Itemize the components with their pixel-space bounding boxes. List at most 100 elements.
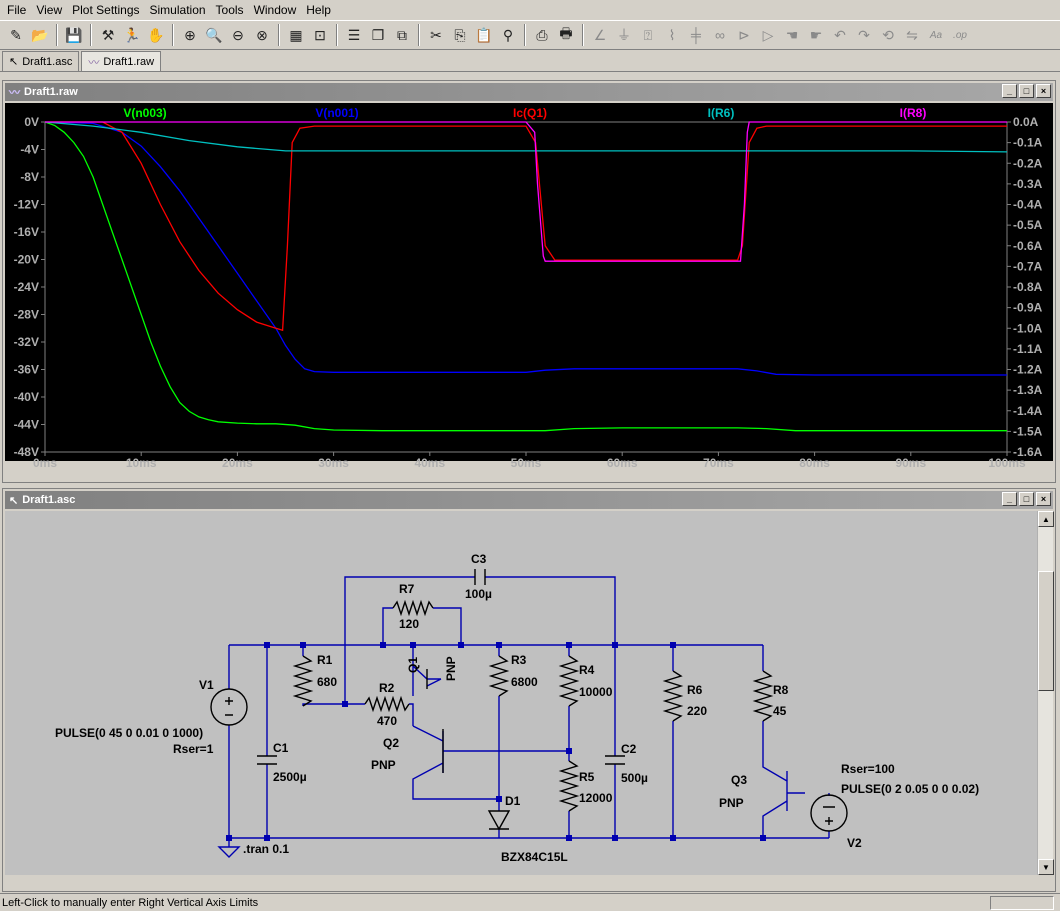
x-tick-label[interactable]: 30ms	[318, 456, 349, 470]
x-tick-label[interactable]: 100ms	[988, 456, 1026, 470]
paste-icon[interactable]: 📋	[475, 26, 493, 43]
y-left-tick-label[interactable]: 0V	[24, 115, 39, 129]
open-folder-icon[interactable]: 📂	[31, 26, 49, 43]
y-left-tick-label[interactable]: -36V	[14, 363, 39, 377]
capacitor-icon[interactable]: ╪	[691, 27, 701, 43]
tab-draft1-raw[interactable]: 〰 Draft1.raw	[81, 51, 162, 71]
tab-draft1-asc[interactable]: ↖ Draft1.asc	[2, 51, 80, 71]
y-right-tick-label[interactable]: -0.9A	[1013, 301, 1043, 315]
y-right-tick-label[interactable]: -1.2A	[1013, 363, 1043, 377]
series-ir8[interactable]	[45, 121, 1007, 262]
y-right-tick-label[interactable]: -0.5A	[1013, 218, 1043, 232]
series-icq1[interactable]	[45, 121, 1007, 332]
legend-ir6[interactable]: I(R6)	[708, 106, 735, 120]
schematic-vertical-scrollbar[interactable]: ▲ ▼	[1037, 511, 1054, 875]
y-left-tick-label[interactable]: -8V	[20, 170, 39, 184]
y-right-tick-label[interactable]: -1.0A	[1013, 321, 1043, 335]
x-tick-label[interactable]: 60ms	[607, 456, 638, 470]
x-tick-label[interactable]: 80ms	[799, 456, 830, 470]
y-left-tick-label[interactable]: -32V	[14, 335, 39, 349]
y-right-tick-label[interactable]: -1.5A	[1013, 424, 1043, 438]
cut-icon[interactable]: ✂	[430, 26, 442, 43]
cascade-icon[interactable]: ❐	[371, 26, 385, 43]
label-icon[interactable]: ⍰	[643, 26, 653, 43]
y-right-tick-label[interactable]: -0.2A	[1013, 156, 1043, 170]
scroll-thumb[interactable]	[1038, 571, 1054, 691]
ground-icon[interactable]: ⏚	[617, 27, 631, 43]
schematic-canvas[interactable]: V1 PULSE(0 45 0 0.01 0 1000) Rser=1 C1 2…	[5, 511, 1037, 875]
y-right-tick-label[interactable]: -0.7A	[1013, 259, 1043, 273]
y-left-tick-label[interactable]: -28V	[14, 308, 39, 322]
y-right-tick-label[interactable]: 0.0A	[1013, 115, 1039, 129]
y-left-tick-label[interactable]: -12V	[14, 198, 39, 212]
menu-view[interactable]: View	[36, 3, 63, 17]
text-icon[interactable]: Aa	[929, 29, 943, 41]
y-right-tick-label[interactable]: -1.3A	[1013, 383, 1043, 397]
find-icon[interactable]: ⚲	[502, 26, 514, 43]
x-tick-label[interactable]: 70ms	[703, 456, 734, 470]
x-tick-label[interactable]: 10ms	[126, 456, 157, 470]
copy-icon[interactable]: ⎘	[454, 26, 466, 43]
close-button[interactable]: ×	[1036, 492, 1051, 506]
run-icon[interactable]: 🏃	[123, 26, 141, 43]
x-tick-label[interactable]: 50ms	[511, 456, 542, 470]
maximize-button[interactable]: □	[1019, 492, 1034, 506]
x-tick-label[interactable]: 0ms	[33, 456, 57, 470]
drag-hand-icon[interactable]: ☛	[809, 26, 823, 43]
series-ir6[interactable]	[44, 121, 1008, 153]
series-vn001[interactable]	[44, 121, 1007, 376]
legend-vn001[interactable]: V(n001)	[315, 106, 358, 120]
y-right-tick-label[interactable]: -0.1A	[1013, 136, 1043, 150]
resistor-icon[interactable]: ⌇	[668, 26, 676, 43]
print-icon[interactable]: 🖶	[559, 25, 573, 41]
close-button[interactable]: ×	[1036, 84, 1051, 98]
menu-file[interactable]: File	[7, 3, 27, 17]
x-tick-label[interactable]: 20ms	[222, 456, 253, 470]
minimize-button[interactable]: _	[1002, 492, 1017, 506]
print-setup-icon[interactable]: ⎙	[536, 26, 548, 43]
zoom-fit-icon[interactable]: ⊡	[314, 26, 326, 43]
y-right-tick-label[interactable]: -1.4A	[1013, 404, 1043, 418]
redo-icon[interactable]: ↷	[858, 26, 870, 43]
x-tick-label[interactable]: 90ms	[895, 456, 926, 470]
series-vn003[interactable]	[44, 121, 1007, 432]
autorange-icon[interactable]: ▦	[289, 26, 303, 43]
legend-ir8[interactable]: I(R8)	[900, 106, 927, 120]
menu-simulation[interactable]: Simulation	[149, 3, 206, 17]
tile-horizontal-icon[interactable]: ☰	[347, 26, 361, 43]
halt-hand-icon[interactable]: ✋	[147, 26, 165, 43]
zoom-out-icon[interactable]: ⊖	[232, 26, 244, 43]
y-right-tick-label[interactable]: -0.6A	[1013, 239, 1043, 253]
scroll-down-arrow-icon[interactable]: ▼	[1038, 859, 1054, 875]
spice-directive-icon[interactable]: .op	[953, 29, 967, 41]
waveform-chart[interactable]: V(n003) V(n001) Ic(Q1) I(R6) I(R8) 0V -4V -8V -…	[5, 103, 1053, 470]
y-right-tick-label[interactable]: -1.6A	[1013, 445, 1043, 459]
menu-window[interactable]: Window	[253, 3, 297, 17]
diode-icon[interactable]: ⊳	[738, 26, 750, 43]
legend-icq1[interactable]: Ic(Q1)	[513, 106, 547, 120]
zoom-in-icon[interactable]: ⊕	[184, 26, 196, 43]
legend-vn003[interactable]: V(n003)	[123, 106, 166, 120]
mirror-icon[interactable]: ⇋	[906, 26, 918, 43]
menu-help[interactable]: Help	[306, 3, 331, 17]
wire-icon[interactable]: ∠	[593, 26, 607, 43]
tran-directive[interactable]: .tran 0.1	[243, 842, 289, 856]
menu-plot-settings[interactable]: Plot Settings	[72, 3, 140, 17]
rotate-icon[interactable]: ⟲	[882, 26, 894, 43]
y-left-tick-label[interactable]: -24V	[14, 280, 39, 294]
y-left-tick-label[interactable]: -20V	[14, 253, 39, 267]
zoom-cancel-icon[interactable]: ⊗	[256, 26, 268, 43]
y-left-tick-label[interactable]: -44V	[14, 418, 39, 432]
y-right-tick-label[interactable]: -0.8A	[1013, 280, 1043, 294]
y-left-tick-label[interactable]: -40V	[14, 390, 39, 404]
new-schematic-icon[interactable]: ✎	[10, 26, 22, 43]
menu-tools[interactable]: Tools	[215, 3, 244, 17]
save-icon[interactable]: 💾	[65, 26, 83, 43]
settings-hammer-icon[interactable]: ⚒	[101, 26, 115, 43]
scroll-up-arrow-icon[interactable]: ▲	[1038, 511, 1054, 527]
maximize-button[interactable]: □	[1019, 84, 1034, 98]
y-left-tick-label[interactable]: -4V	[20, 143, 39, 157]
undo-icon[interactable]: ↶	[834, 26, 846, 43]
move-hand-icon[interactable]: ☚	[785, 26, 799, 43]
zoom-in-2-icon[interactable]: 🔍	[205, 26, 223, 43]
